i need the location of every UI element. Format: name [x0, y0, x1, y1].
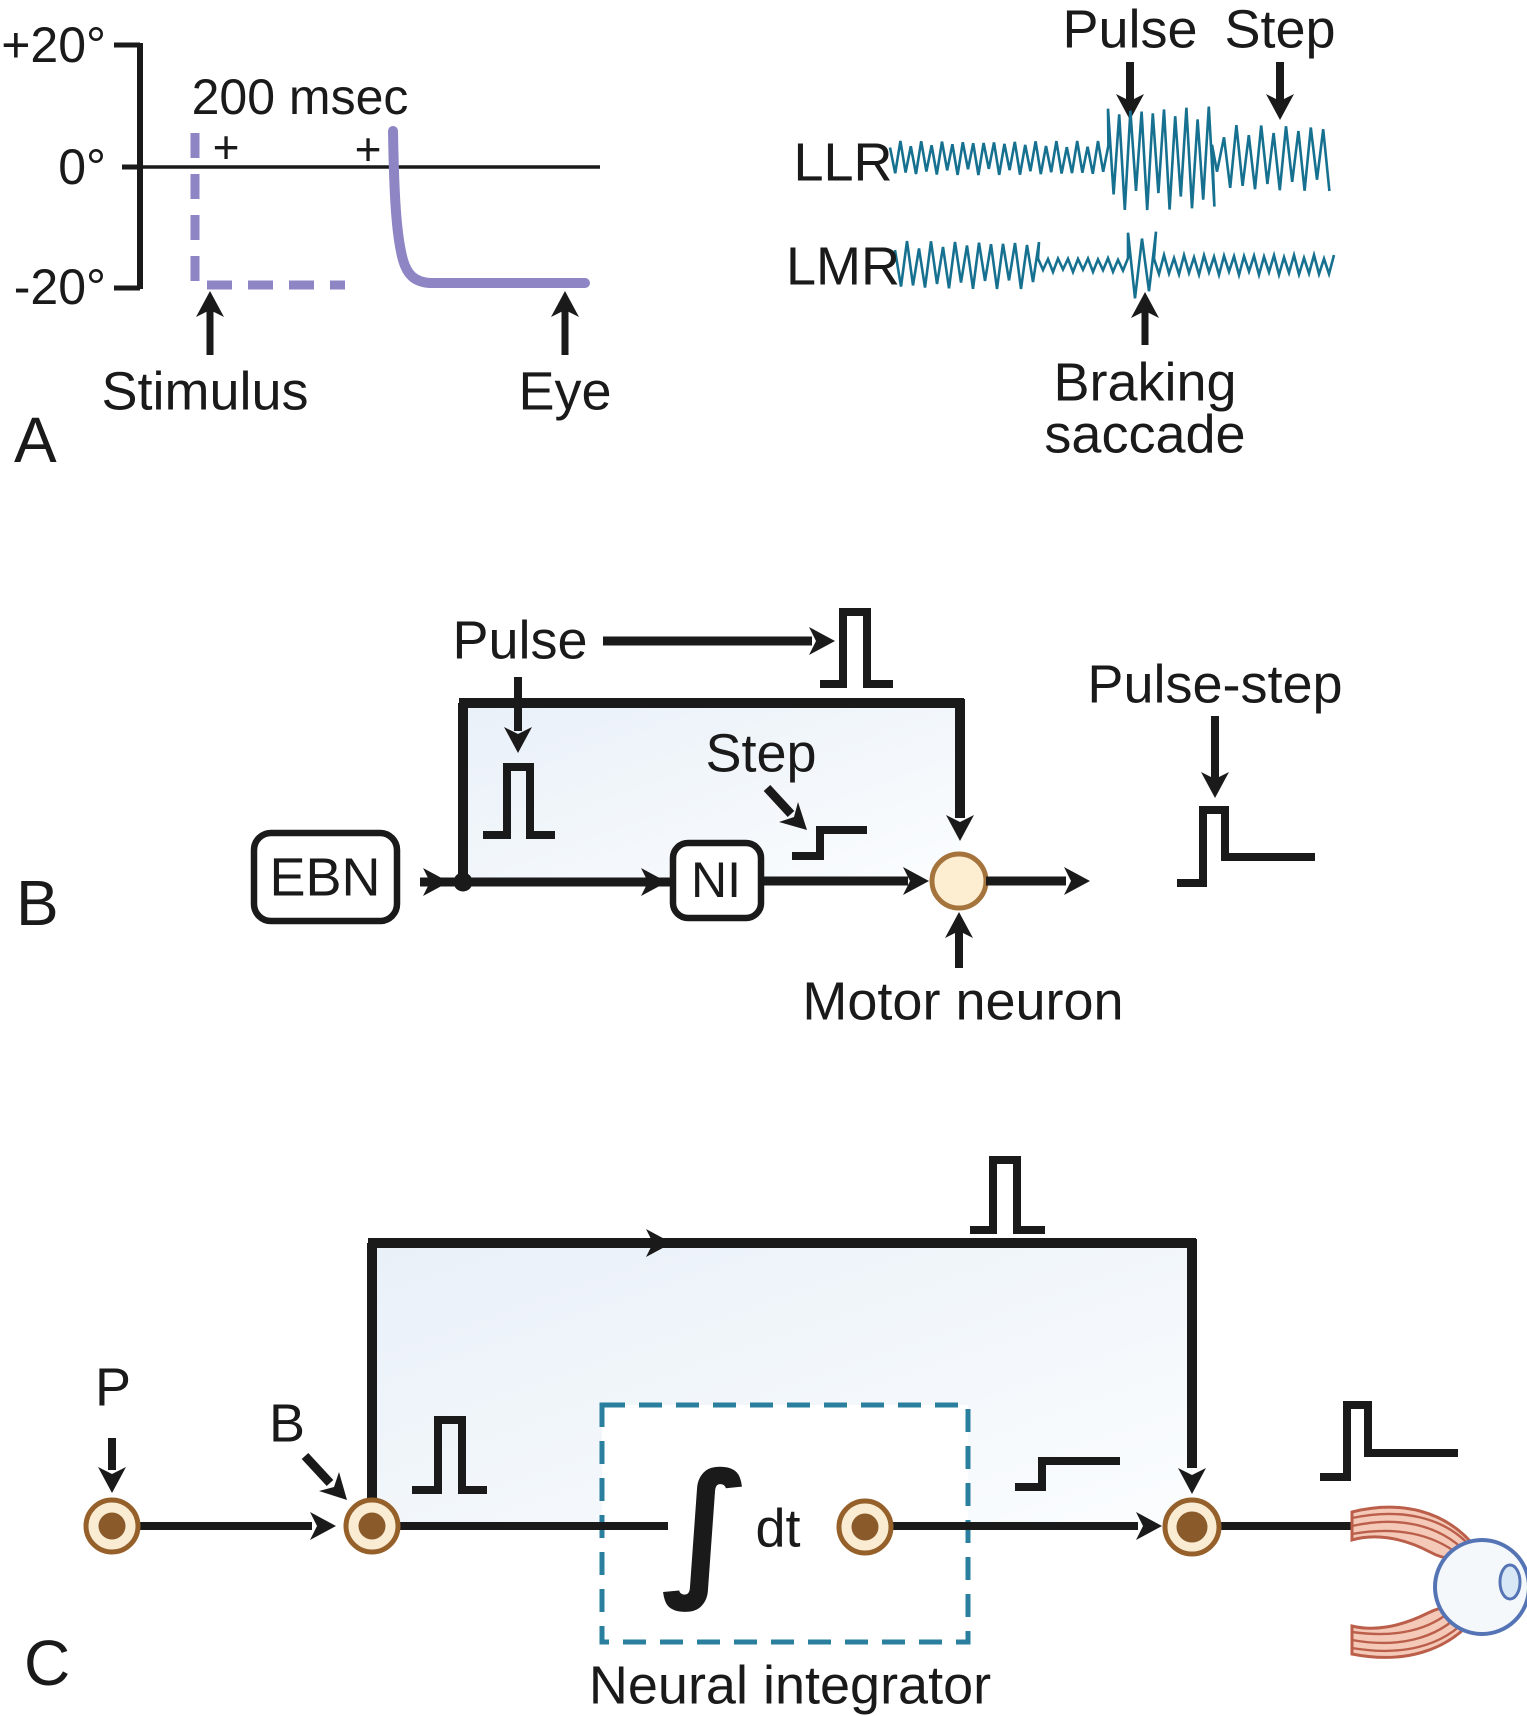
ebn-label: EBN: [269, 847, 381, 908]
pulse-waveform-inner: [483, 763, 555, 839]
b-step-label: Step: [705, 723, 817, 784]
stimulus-label: Stimulus: [101, 361, 309, 422]
branch-junction-dot: [453, 872, 473, 892]
branch-arrow-down-icon: [946, 815, 974, 841]
step-waveform: [792, 826, 867, 860]
ni-label: NI: [691, 851, 741, 908]
feedforward-loop-line: [367, 1238, 1197, 1502]
plus-mark-eye: +: [354, 122, 382, 175]
eye-trace-solid: [388, 126, 590, 288]
y-axis-label-zero: 0°: [58, 139, 106, 195]
output-arrow-right-icon: [1064, 867, 1090, 895]
b-pulse-label: Pulse: [452, 610, 588, 671]
b-pulse-step-label: Pulse-step: [1087, 654, 1343, 715]
p-neuron-label: P: [94, 1357, 132, 1418]
b-input-arrow-right-icon: [310, 1512, 336, 1540]
neuron-integrator-output: [836, 1498, 894, 1556]
neuron-summing: [1162, 1497, 1222, 1557]
loop-arrow-right-icon: [646, 1229, 672, 1257]
motor-neuron-circle: [929, 851, 989, 911]
pulse-down-arrow-icon: [504, 727, 532, 753]
pulse-waveform-top: [820, 608, 893, 688]
pulse-step-generator-diagram: [250, 608, 1315, 968]
b-neuron-label: B: [268, 1393, 306, 1454]
eyeball: [1433, 1538, 1527, 1636]
superior-muscle-strands: [1351, 1512, 1473, 1555]
step-waveform-c: [1015, 1457, 1120, 1491]
lmr-trace: [893, 231, 1336, 299]
b-pointer-shaft: [301, 1452, 334, 1487]
ni-arrow-right-icon: [641, 868, 667, 896]
motor-neuron-pointer-up-icon: [945, 912, 973, 938]
b-pointer-icon: [319, 1472, 347, 1500]
emg-records: [888, 62, 1336, 345]
pulse-step-waveform-c: [1320, 1401, 1458, 1481]
emg-step-label: Step: [1224, 0, 1336, 60]
stimulus-trace-dashed: [190, 133, 345, 290]
lmr-label: LMR: [785, 236, 901, 297]
emg-pulse-label: Pulse: [1062, 0, 1198, 60]
step-label-arrow-icon: [779, 802, 807, 830]
neural-integrator-diagram: [83, 1156, 1527, 1659]
motor-neuron-label: Motor neuron: [802, 971, 1124, 1032]
ebn-arrow-right-icon: [423, 868, 449, 896]
panel-c-label: C: [24, 1627, 71, 1699]
y-axis-label-minus20: -20°: [13, 259, 106, 315]
loop-arrow-down-icon: [1178, 1468, 1206, 1494]
eye-position-plot: [114, 42, 600, 355]
latency-label: 200 msec: [191, 68, 409, 125]
step-arrow-down-icon: [1266, 94, 1294, 120]
y-axis-label-plus20: +20°: [1, 17, 106, 73]
eye-label: Eye: [518, 361, 612, 422]
panel-b-label: B: [16, 867, 59, 939]
pulse-label-arrow-right-icon: [809, 627, 835, 655]
pulse-step-waveform: [1177, 806, 1315, 887]
ni-box: [669, 839, 765, 922]
eye-lens: [1498, 1563, 1522, 1601]
pulse-waveform-loop: [970, 1156, 1045, 1234]
neuron-p: [83, 1497, 141, 1555]
pulse-step-arrow-down-icon: [1201, 772, 1229, 798]
neuron-b: [343, 1497, 401, 1555]
y-axis-ticks: [114, 42, 140, 291]
step-label-arrow-shaft: [763, 784, 795, 818]
braking-label-line1: Braking: [1053, 352, 1237, 413]
pulse-arrow-down-icon: [1116, 94, 1144, 120]
braking-arrow-up-icon: [1131, 292, 1159, 318]
sum-input-arrow-right-icon: [1136, 1512, 1162, 1540]
panel-a-label: A: [14, 404, 57, 476]
p-pointer-down-icon: [98, 1467, 126, 1493]
integral-sign: ∫: [660, 1441, 752, 1614]
llr-trace: [888, 106, 1331, 211]
stimulus-arrow-up-icon: [196, 291, 224, 317]
pulse-waveform-c: [412, 1416, 487, 1494]
motor-neuron-arrow-right-icon: [903, 867, 929, 895]
ebn-box: [250, 829, 401, 925]
pulse-branch-line: [458, 698, 965, 886]
plus-mark-stimulus: +: [212, 120, 240, 173]
neural-integrator-label: Neural integrator: [588, 1655, 992, 1716]
eye-arrow-up-icon: [551, 291, 579, 317]
eye-illustration: [1350, 1505, 1527, 1659]
braking-label-line2: saccade: [1044, 404, 1246, 465]
llr-label: LLR: [793, 132, 893, 193]
dt-label: dt: [755, 1498, 801, 1559]
